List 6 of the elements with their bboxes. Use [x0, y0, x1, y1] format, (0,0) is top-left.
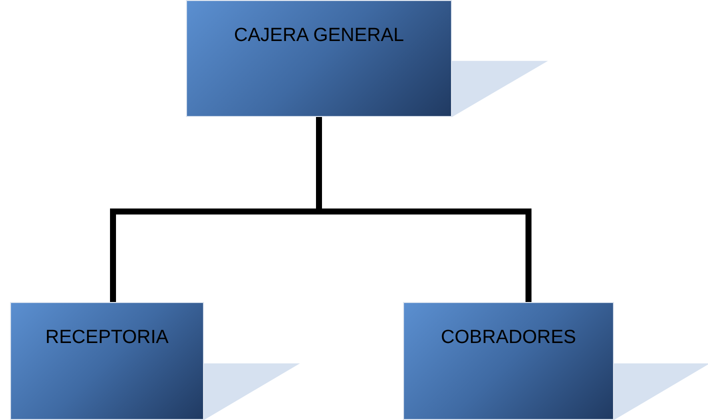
org-box — [186, 0, 452, 117]
box-label: COBRADORES — [440, 327, 578, 349]
org-box — [10, 302, 204, 420]
box-label: RECEPTORIA — [44, 327, 170, 349]
box-label: CAJERA GENERAL — [233, 25, 405, 47]
org-box — [403, 302, 614, 420]
